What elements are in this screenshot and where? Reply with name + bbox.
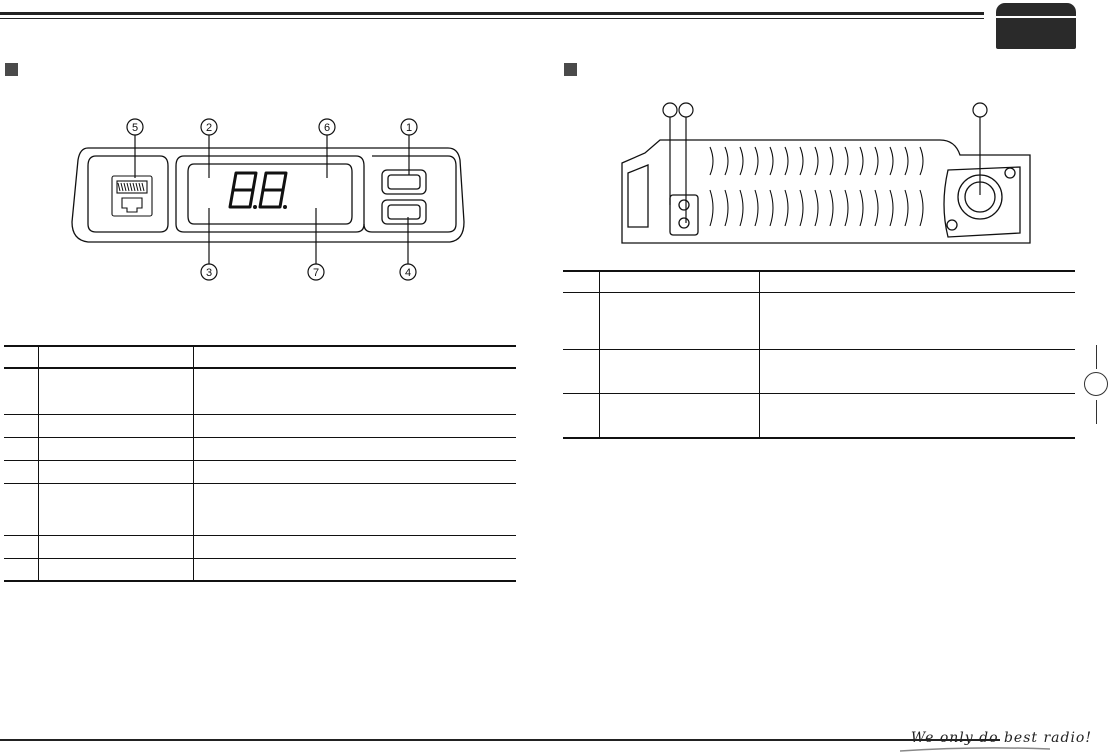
footer-rule bbox=[0, 739, 1000, 741]
slogan-swoosh bbox=[900, 747, 1050, 752]
rj45-jack bbox=[111, 175, 153, 217]
heat-sink-fins bbox=[709, 146, 924, 227]
rear-callout-1-circle bbox=[662, 102, 678, 118]
page-marker-circle bbox=[1084, 372, 1108, 396]
display-window bbox=[187, 163, 353, 225]
table-row bbox=[4, 368, 516, 415]
display-bezel bbox=[175, 155, 365, 233]
callout-6-label: 6 bbox=[324, 122, 330, 134]
front-section-marker bbox=[5, 63, 18, 76]
rear-panel-table bbox=[563, 270, 1075, 439]
callout-5-label: 5 bbox=[132, 122, 138, 134]
callout-2-label: 2 bbox=[206, 122, 212, 134]
rear-table-header bbox=[563, 270, 1075, 293]
front-panel-diagram: 5 2 6 1 3 7 4 88 bbox=[71, 118, 465, 281]
callout-3-label: 3 bbox=[206, 267, 212, 279]
header-rule-thin bbox=[0, 18, 984, 19]
callout-4-label: 4 bbox=[405, 267, 411, 279]
page-marker-line-bottom bbox=[1096, 400, 1097, 424]
rear-callout-3-circle bbox=[972, 102, 988, 118]
chassis-outline bbox=[621, 139, 1031, 244]
footer-slogan: We only do best radio! bbox=[910, 730, 1092, 746]
table-row bbox=[4, 437, 516, 461]
table-row bbox=[4, 460, 516, 484]
down-button bbox=[381, 199, 427, 225]
callout-7-label: 7 bbox=[313, 267, 319, 279]
front-table-header bbox=[4, 345, 516, 369]
page-marker-line-top bbox=[1096, 345, 1097, 369]
button-bezel bbox=[363, 155, 457, 233]
table-row bbox=[4, 414, 516, 438]
header-rule-thick bbox=[0, 12, 984, 15]
aux-jacks bbox=[669, 194, 699, 236]
table-row bbox=[4, 535, 516, 559]
mic-jack-bezel bbox=[87, 155, 169, 233]
table-row bbox=[563, 292, 1075, 350]
table-row bbox=[563, 393, 1075, 439]
antenna-plate bbox=[943, 166, 1021, 238]
table-row bbox=[4, 558, 516, 582]
rear-callout-2-circle bbox=[678, 102, 694, 118]
callout-1-label: 1 bbox=[406, 122, 412, 134]
table-row bbox=[563, 349, 1075, 394]
rear-panel-diagram bbox=[621, 102, 1031, 244]
faceplate-outline bbox=[71, 147, 465, 243]
up-button bbox=[381, 169, 427, 195]
antenna-connector bbox=[957, 174, 1003, 220]
seven-segment-display bbox=[228, 171, 288, 209]
front-panel-table bbox=[4, 345, 516, 582]
display-digits: 88 bbox=[258, 181, 260, 183]
table-row bbox=[4, 483, 516, 536]
header-tab bbox=[996, 3, 1076, 49]
rear-section-marker bbox=[564, 63, 577, 76]
